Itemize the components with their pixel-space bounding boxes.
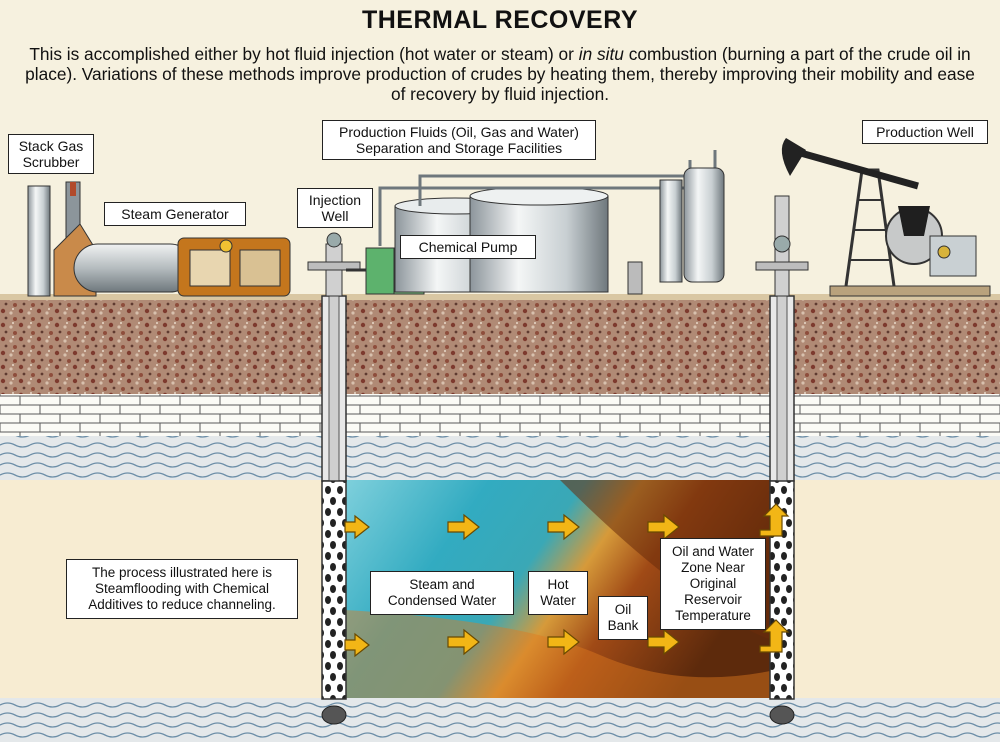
- label-injection-well: Injection Well: [297, 188, 373, 228]
- separators: [627, 167, 725, 295]
- arrow-flow-6: [647, 628, 680, 656]
- label-oil-water-zone: Oil and Water Zone Near Original Reservo…: [660, 538, 766, 630]
- arrow-production-upper: [759, 503, 790, 537]
- intro-paragraph: This is accomplished either by hot fluid…: [25, 44, 975, 104]
- label-chemical-pump: Chemical Pump: [400, 235, 536, 259]
- arrow-flow-1: [447, 513, 480, 541]
- page-title: THERMAL RECOVERY: [361, 6, 639, 34]
- hot-oil-band: [345, 610, 775, 698]
- arrow-production-lower: [759, 619, 790, 653]
- label-oil-bank: Oil Bank: [598, 596, 648, 640]
- label-hot-water: Hot Water: [528, 571, 588, 615]
- injection-well-perforations: [321, 480, 347, 700]
- arrow-injection-lower: [344, 632, 370, 658]
- shale-layer-upper: [0, 436, 1000, 480]
- label-steam-generator: Steam Generator: [104, 202, 246, 226]
- pump-jack: [781, 138, 991, 297]
- production-well-bit: [769, 705, 795, 725]
- label-production-fluids: Production Fluids (Oil, Gas and Water) S…: [322, 120, 596, 160]
- process-note: The process illustrated here is Steamflo…: [66, 559, 298, 619]
- shale-layer-lower: [0, 698, 1000, 742]
- label-stack-gas-scrubber: Stack Gas Scrubber: [8, 134, 94, 174]
- injection-well-bit: [321, 705, 347, 725]
- surface-ground: [0, 294, 1000, 300]
- steam-generator: [73, 237, 291, 297]
- production-wellhead: [755, 195, 809, 297]
- arrow-flow-5: [547, 628, 580, 656]
- arrow-injection-upper: [344, 514, 370, 540]
- arrow-flow-2: [547, 513, 580, 541]
- injection-wellhead: [307, 232, 361, 297]
- label-production-well: Production Well: [862, 120, 988, 144]
- soil-layer: [0, 298, 1000, 394]
- rock-layer: [0, 394, 1000, 436]
- flow-arrows: [344, 503, 790, 658]
- arrow-flow-3: [647, 513, 680, 541]
- label-steam-zone: Steam and Condensed Water: [370, 571, 514, 615]
- arrow-flow-4: [447, 628, 480, 656]
